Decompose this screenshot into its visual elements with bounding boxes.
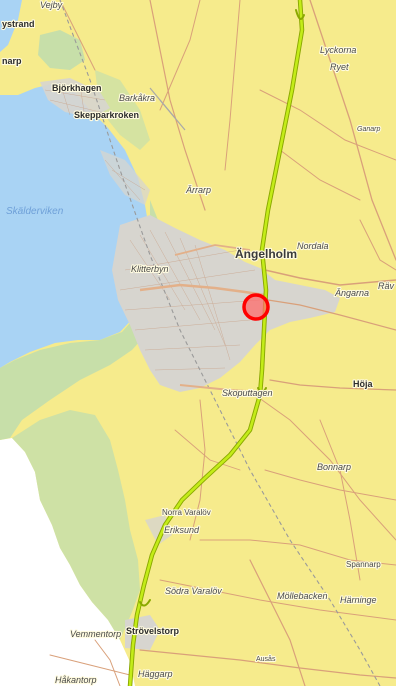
- urban-angelholm: [112, 215, 340, 392]
- outside-area: [0, 438, 135, 686]
- label-vemmentorp: Vemmentorp: [70, 629, 121, 639]
- label-rav: Räv: [378, 281, 395, 291]
- label-skalderviken: Skälderviken: [6, 206, 64, 217]
- label-strovelstorp: Strövelstorp: [126, 626, 180, 636]
- airport-runway: [149, 87, 186, 131]
- label-eriksund: Eriksund: [164, 525, 200, 535]
- label-skoputtagen: Skoputtagen: [222, 388, 273, 398]
- label-angelholm: Ängelholm: [235, 246, 297, 261]
- location-marker-fill: [244, 295, 268, 319]
- label-ganarp: Ganarp: [357, 126, 380, 133]
- label-skepparkroken: Skepparkroken: [74, 110, 139, 120]
- forest-coast: [0, 200, 162, 440]
- label-narp: narp: [2, 56, 22, 66]
- sea-north: [0, 0, 22, 52]
- railway-line: [59, 0, 381, 687]
- label-bonnarp: Bonnarp: [317, 462, 351, 472]
- label-haggarp: Häggarp: [138, 669, 173, 679]
- roads-minor: [49, 0, 396, 687]
- forest-barkakra: [95, 70, 150, 150]
- label-hoja: Höja: [353, 379, 373, 389]
- forest-south: [12, 410, 140, 640]
- road-south-town: [179, 384, 263, 393]
- label-lyckorna: Lyckorna: [320, 45, 356, 55]
- label-arrarp: Ärrarp: [185, 185, 211, 195]
- label-mollebacken: Möllebacken: [277, 591, 328, 601]
- road-north-town: [174, 244, 251, 256]
- sea-bay: [0, 82, 150, 368]
- label-vejby: Vejby: [40, 0, 63, 10]
- label-ausas: Ausås: [256, 655, 276, 663]
- label-norra-varalov: Norra Varalöv: [162, 508, 211, 517]
- road-main-town: [139, 283, 266, 297]
- label-spannarp: Spannarp: [346, 560, 381, 569]
- label-harninge: Härninge: [340, 595, 377, 605]
- street-grid: [44, 81, 261, 371]
- label-barkakra: Barkåkra: [119, 93, 155, 103]
- label-nordala: Nordala: [297, 241, 329, 251]
- label-bjorkhagen: Björkhagen: [52, 83, 102, 93]
- label-sodra-varalov: Södra Varalöv: [165, 586, 222, 596]
- urban-north-strip: [100, 150, 150, 205]
- forest-north: [38, 30, 85, 70]
- label-ryet: Ryet: [330, 62, 349, 72]
- label-klitterbyn: Klitterbyn: [131, 264, 169, 274]
- label-angarna: Ängarna: [334, 288, 369, 298]
- urban-bjorkhagen: [40, 78, 110, 118]
- label-ystrand: ystrand: [2, 19, 35, 29]
- highway-e6: [127, 0, 305, 689]
- label-hakantorp: Håkantorp: [55, 675, 97, 685]
- location-marker[interactable]: [242, 293, 270, 321]
